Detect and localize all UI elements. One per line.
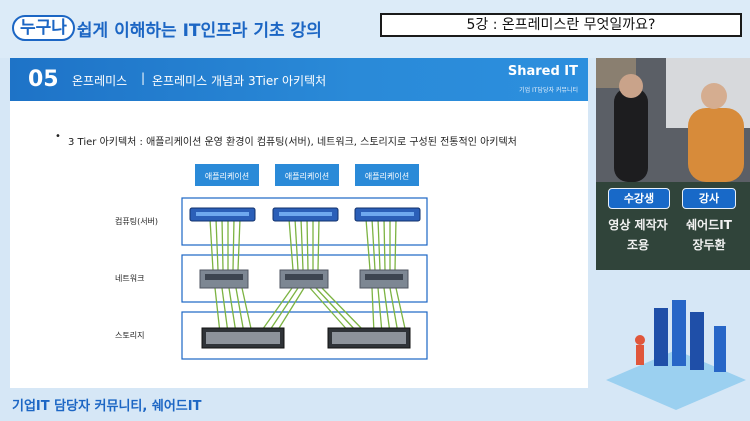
instructor-name: 장두환 xyxy=(692,238,726,252)
switch-3 xyxy=(359,269,409,289)
section-divider: | xyxy=(141,71,146,85)
server-2 xyxy=(272,207,339,222)
webcam-feed xyxy=(596,58,750,182)
brand-tagline: 기업 IT담당자 커뮤니티 xyxy=(519,87,578,94)
bullet-marker: • xyxy=(55,131,61,142)
switch-1 xyxy=(199,269,249,289)
lecture-title: 5강 : 온프레미스란 무엇일까요? xyxy=(380,13,742,37)
slide: 05 온프레미스 | 온프레미스 개념과 3Tier 아키텍처 Shared I… xyxy=(10,58,588,388)
presenter-board: 수강생 강사 영상 제작자 조용 쉐어드IT 장두환 xyxy=(596,182,750,270)
app-label-2: 애플리케이션 xyxy=(285,171,329,181)
title-bar: 누구나 쉽게 이해하는 IT인프라 기초 강의 5강 : 온프레미스란 무엇일까… xyxy=(0,0,750,58)
footer-community: 기업IT 담당자 커뮤니티, 쉐어드IT xyxy=(12,399,202,414)
person-right xyxy=(688,108,744,182)
storage-tier xyxy=(181,311,428,360)
app-label-3: 애플리케이션 xyxy=(365,171,409,181)
network-storage-links xyxy=(214,287,407,334)
instructor-badge: 강사 xyxy=(682,188,736,209)
server-1 xyxy=(189,207,256,222)
webcam-image xyxy=(596,58,750,182)
student-name: 조용 xyxy=(626,238,650,252)
app-label-1: 애플리케이션 xyxy=(205,171,249,181)
instructor-role: 쉐어드IT xyxy=(686,218,732,232)
app-box-2: 애플리케이션 xyxy=(275,164,339,186)
person-left xyxy=(614,88,648,182)
row-label-storage: 스토리지 xyxy=(115,331,144,340)
title-text: 쉽게 이해하는 IT인프라 기초 강의 xyxy=(76,20,322,41)
title-highlight: 누구나 xyxy=(12,15,75,41)
section-number: 05 xyxy=(28,67,59,92)
row-label-network: 네트워크 xyxy=(115,274,144,283)
student-role: 영상 제작자 xyxy=(608,218,668,232)
network-tier xyxy=(181,254,428,303)
course-title: 누구나 쉽게 이해하는 IT인프라 기초 강의 xyxy=(12,14,322,42)
student-badge: 수강생 xyxy=(608,188,670,209)
app-box-1: 애플리케이션 xyxy=(195,164,259,186)
datacenter-illustration xyxy=(606,300,746,410)
storage-1 xyxy=(201,327,285,349)
compute-network-links xyxy=(209,218,397,271)
server-3 xyxy=(354,207,421,222)
section-subtitle: 온프레미스 개념과 3Tier 아키텍처 xyxy=(152,74,327,88)
storage-2 xyxy=(327,327,411,349)
section-name: 온프레미스 xyxy=(72,74,128,88)
brand-logo: Shared IT xyxy=(507,64,578,79)
bullet-text: 3 Tier 아키텍처 : 애플리케이션 운영 환경이 컴퓨팅(서버), 네트워… xyxy=(68,137,517,148)
three-tier-diagram: 애플리케이션 애플리케이션 애플리케이션 컴퓨팅(서버) 네트워크 스토리지 xyxy=(115,164,428,360)
app-box-3: 애플리케이션 xyxy=(355,164,419,186)
slide-header: 05 온프레미스 | 온프레미스 개념과 3Tier 아키텍처 Shared I… xyxy=(10,58,588,101)
switch-2 xyxy=(279,269,329,289)
compute-tier xyxy=(181,197,428,246)
row-label-compute: 컴퓨팅(서버) xyxy=(115,216,158,226)
